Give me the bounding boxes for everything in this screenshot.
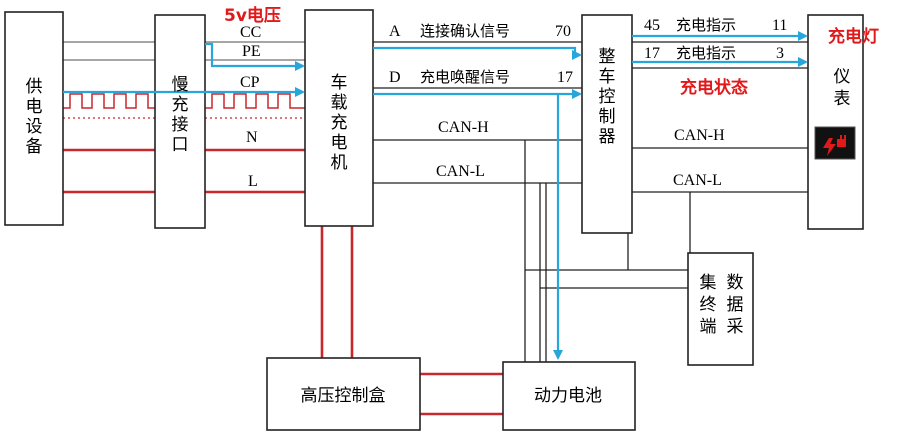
supply-equipment-label: 供 电 设 备 <box>26 77 43 157</box>
label-cc: CC <box>240 24 261 41</box>
svg-text:备: 备 <box>26 137 43 157</box>
svg-text:集: 集 <box>700 273 717 293</box>
label-l: L <box>248 173 258 190</box>
svg-text:设: 设 <box>26 117 43 137</box>
label-pin-3: 3 <box>776 45 784 62</box>
charge-lamp-icon <box>814 126 856 160</box>
arrow-a-signal <box>373 46 582 60</box>
vehicle-controller-label: 整 车 控 制 器 <box>599 47 616 147</box>
label-a-prefix: A <box>389 23 401 40</box>
slow-charge-port-box <box>154 14 206 229</box>
label-canl-right: CAN-L <box>673 172 722 189</box>
label-canh-right: CAN-H <box>674 127 725 144</box>
label-d-signal: 充电唤醒信号 <box>420 68 510 86</box>
svg-text:端: 端 <box>700 317 717 337</box>
svg-text:充: 充 <box>172 95 189 115</box>
svg-text:车: 车 <box>331 73 348 93</box>
power-battery-box <box>502 361 636 431</box>
svg-text:终: 终 <box>700 295 717 315</box>
onboard-charger-label: 车 载 充 电 机 <box>331 73 348 173</box>
svg-text:机: 机 <box>331 153 348 173</box>
svg-text:表: 表 <box>834 89 851 109</box>
instrument-label: 仪 表 <box>834 67 851 109</box>
power-battery-label: 动力电池 <box>534 386 602 406</box>
slow-charge-port-label: 慢 充 接 口 <box>172 74 189 155</box>
instrument-box <box>807 14 864 230</box>
label-n: N <box>246 129 258 146</box>
svg-text:供: 供 <box>26 77 43 97</box>
svg-text:制: 制 <box>599 107 616 127</box>
svg-text:数: 数 <box>727 273 744 293</box>
label-d-pin: 17 <box>557 69 573 86</box>
svg-text:口: 口 <box>172 135 189 155</box>
annotation-charge-lamp: 充电灯 <box>828 26 879 47</box>
svg-text:充: 充 <box>331 113 348 133</box>
hv-control-box <box>266 357 421 431</box>
label-canh-left: CAN-H <box>438 119 489 136</box>
annotation-charge-state: 充电状态 <box>680 77 748 98</box>
label-pe: PE <box>242 43 261 60</box>
svg-text:电: 电 <box>26 97 43 117</box>
svg-text:器: 器 <box>599 127 616 147</box>
label-a-signal: 连接确认信号 <box>420 22 510 40</box>
hv-control-box-label: 高压控制盒 <box>301 386 386 406</box>
svg-text:据: 据 <box>727 295 744 315</box>
svg-text:载: 载 <box>331 93 348 113</box>
svg-text:接: 接 <box>172 115 189 135</box>
label-canl-left: CAN-L <box>436 163 485 180</box>
label-pin-11: 11 <box>772 17 787 34</box>
arrow-5v-cc <box>205 42 305 71</box>
label-d-prefix: D <box>389 69 401 86</box>
supply-equipment-box <box>4 11 64 226</box>
svg-text:仪: 仪 <box>834 67 851 87</box>
cp-pulse-left <box>63 93 155 109</box>
svg-text:整: 整 <box>599 47 616 67</box>
svg-text:电: 电 <box>331 133 348 153</box>
label-pin-17b: 17 <box>644 45 660 62</box>
svg-text:车: 车 <box>599 67 616 87</box>
svg-text:控: 控 <box>599 87 616 107</box>
label-indicator-1: 充电指示 <box>676 16 736 34</box>
svg-text:慢: 慢 <box>172 74 189 95</box>
label-pin-45: 45 <box>644 17 660 34</box>
onboard-charger-box <box>304 9 374 227</box>
label-a-pin: 70 <box>555 23 571 40</box>
cp-pulse-right <box>205 93 305 109</box>
label-indicator-2: 充电指示 <box>676 44 736 62</box>
label-cp: CP <box>240 74 260 91</box>
annotation-5v-voltage: 5v电压 <box>224 5 281 26</box>
data-collector-box <box>687 252 754 366</box>
svg-text:采: 采 <box>727 317 744 337</box>
data-collector-label: 集 终 端 数 据 采 <box>700 273 744 337</box>
vehicle-controller-box <box>581 14 633 234</box>
